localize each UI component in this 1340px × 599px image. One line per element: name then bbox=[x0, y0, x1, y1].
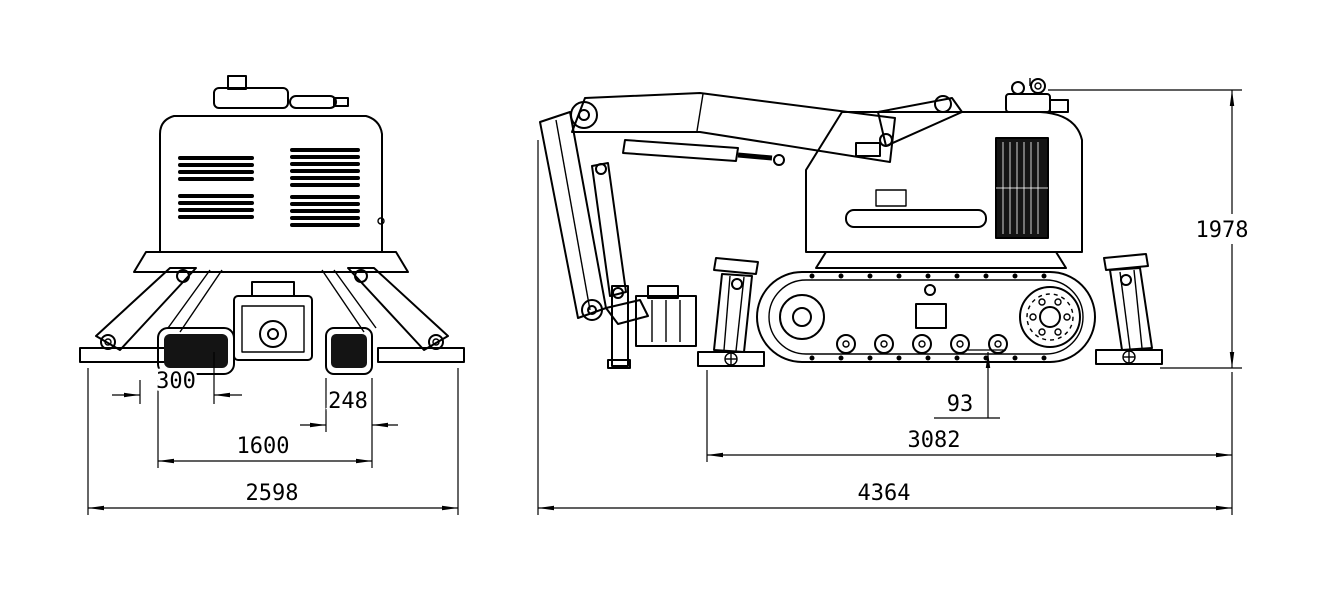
side-view-machine bbox=[539, 78, 1163, 369]
side-body bbox=[805, 111, 1083, 269]
front-view-dimensions bbox=[87, 352, 459, 515]
front-track-right bbox=[325, 327, 373, 375]
dim-front-track-gauge-label: 1600 bbox=[237, 434, 290, 459]
dim-front-overall-width-label: 2598 bbox=[246, 481, 299, 506]
side-track-assembly bbox=[756, 271, 1096, 363]
side-foot-front bbox=[697, 351, 765, 367]
dim-side-track-length-label: 3082 bbox=[908, 428, 961, 453]
dim-side-ground-clearance-label: 93 bbox=[947, 392, 974, 417]
front-grille-lower-left bbox=[178, 194, 254, 219]
side-view-dimensions bbox=[537, 89, 1242, 515]
front-center-gearbox bbox=[233, 281, 313, 361]
dim-front-track-width-label: 248 bbox=[328, 389, 368, 414]
side-outrigger-front bbox=[697, 257, 765, 367]
side-handle-slot bbox=[845, 209, 987, 228]
side-foot-rear bbox=[1095, 349, 1163, 365]
dim-side-overall-length-label: 4364 bbox=[858, 481, 911, 506]
side-boom-assembly bbox=[539, 92, 963, 369]
front-outrigger-left bbox=[79, 267, 223, 363]
front-foot-right bbox=[377, 347, 465, 363]
front-view-machine bbox=[79, 75, 465, 375]
front-track-left bbox=[157, 327, 235, 375]
side-vent-grille bbox=[995, 137, 1049, 239]
side-top-mechanism bbox=[1005, 78, 1069, 113]
front-grille-upper-left bbox=[178, 156, 254, 181]
front-grille-lower-right bbox=[290, 195, 360, 227]
dim-side-overall-height-label: 1978 bbox=[1196, 218, 1249, 243]
side-track-lugs bbox=[809, 273, 1047, 361]
front-outrigger-right bbox=[321, 267, 465, 363]
dim-front-offset-label: 300 bbox=[156, 369, 196, 394]
front-body bbox=[159, 115, 383, 253]
front-foot-left bbox=[79, 347, 167, 363]
front-grille-upper-right bbox=[290, 148, 360, 187]
side-outrigger-rear bbox=[1095, 253, 1163, 365]
front-exhaust-assembly bbox=[213, 75, 349, 109]
front-outrigger-plate bbox=[133, 251, 409, 273]
side-tool-attachment bbox=[605, 285, 697, 369]
